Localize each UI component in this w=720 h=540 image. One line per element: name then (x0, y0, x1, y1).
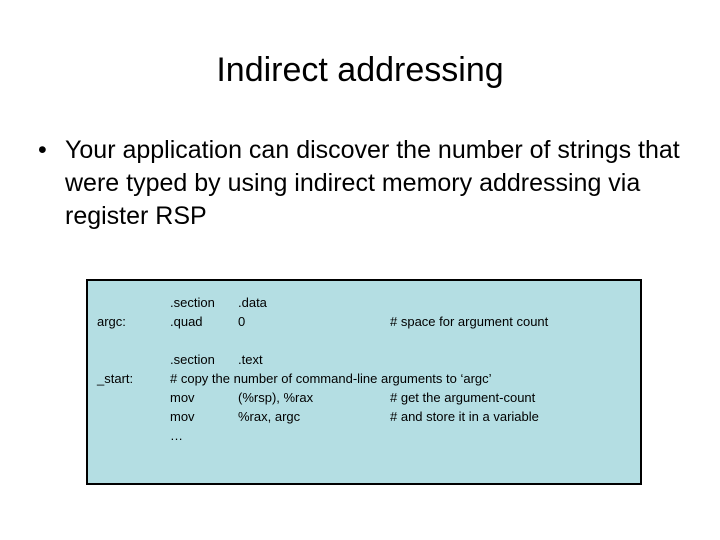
page-title: Indirect addressing (216, 51, 504, 89)
code-block: .section .data argc: .quad 0 # space for… (86, 279, 642, 485)
code-line: .section .data (88, 293, 640, 312)
code-comment: # and store it in a variable (390, 409, 539, 424)
code-operand: .text (238, 352, 263, 367)
code-label: argc: (97, 314, 126, 329)
code-comment: # copy the number of command-line argume… (170, 371, 492, 386)
code-ellipsis: … (170, 428, 184, 443)
code-operand: (%rsp), %rax (238, 390, 314, 405)
code-line-list: .section .data argc: .quad 0 # space for… (88, 293, 640, 445)
code-operand: 0 (238, 314, 246, 329)
code-line-blank (88, 331, 640, 350)
bullet-text: Your application can discover the number… (65, 136, 680, 230)
code-line: mov (%rsp), %rax # get the argument-coun… (88, 388, 640, 407)
code-mnemonic: .quad (170, 314, 203, 329)
code-mnemonic: .section (170, 295, 215, 310)
code-line: .section .text (88, 350, 640, 369)
code-line: argc: .quad 0 # space for argument count (88, 312, 640, 331)
bullet-marker-icon: • (38, 136, 47, 164)
code-line: … (88, 426, 640, 445)
code-mnemonic: .section (170, 352, 215, 367)
code-line: mov %rax, argc # and store it in a varia… (88, 407, 640, 426)
code-mnemonic: mov (170, 390, 195, 405)
code-operand: .data (238, 295, 267, 310)
code-line: _start: # copy the number of command-lin… (88, 369, 640, 388)
code-label: _start: (97, 371, 134, 386)
list-item: • Your application can discover the numb… (38, 134, 686, 233)
code-operand: %rax, argc (238, 409, 301, 424)
bullet-list: • Your application can discover the numb… (38, 134, 686, 233)
code-comment: # space for argument count (390, 314, 549, 329)
code-mnemonic: mov (170, 409, 195, 424)
code-comment: # get the argument-count (390, 390, 536, 405)
